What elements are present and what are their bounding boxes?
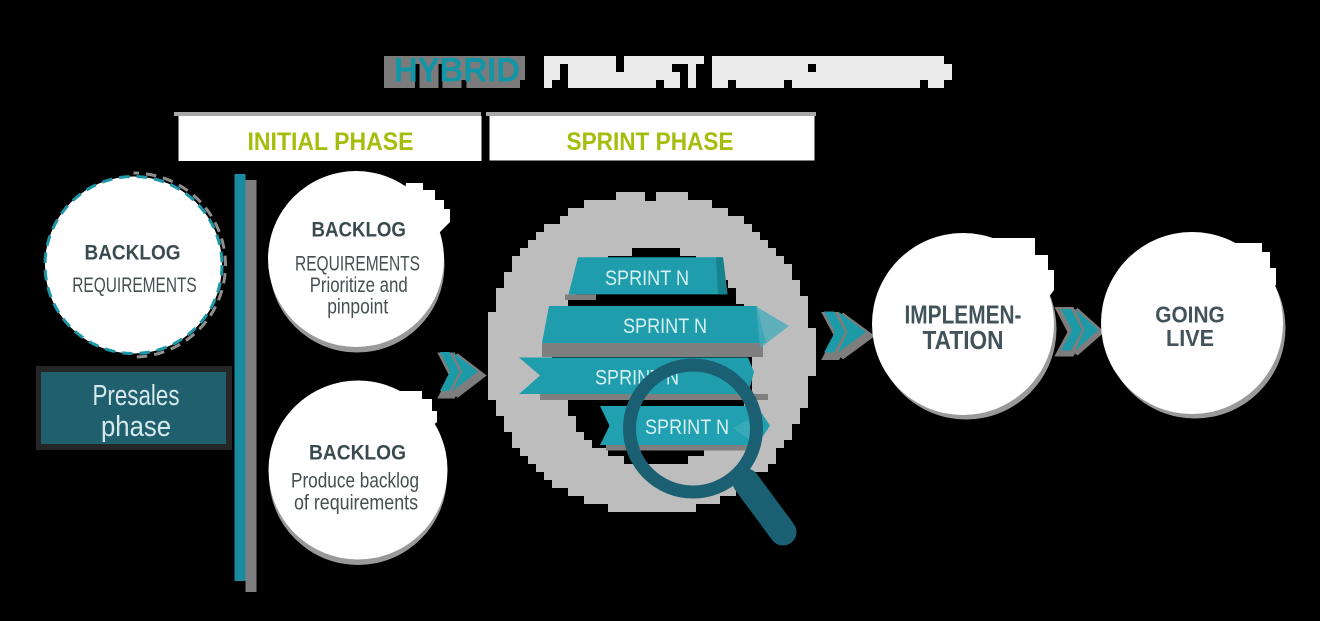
svg-text:Produce backlog: Produce backlog	[291, 470, 419, 493]
svg-text:pinpoint: pinpoint	[327, 295, 388, 318]
svg-text:SPRINT PHASE: SPRINT PHASE	[567, 128, 734, 156]
svg-text:SPRINT N: SPRINT N	[605, 266, 689, 290]
svg-text:BACKLOG: BACKLOG	[85, 241, 181, 265]
svg-text:Presales: Presales	[93, 380, 180, 412]
svg-text:REQUIREMENTS: REQUIREMENTS	[72, 274, 197, 297]
svg-text:BACKLOG: BACKLOG	[309, 441, 406, 465]
svg-text:REQUIREMENTS: REQUIREMENTS	[295, 253, 420, 276]
svg-text:SPRINT N: SPRINT N	[645, 415, 729, 439]
svg-text:phase: phase	[101, 411, 171, 443]
svg-text:GOING: GOING	[1155, 302, 1225, 328]
svg-text:TATION: TATION	[923, 325, 1004, 355]
svg-text:IMPLEMEN-: IMPLEMEN-	[905, 300, 1022, 330]
svg-text:HYBRID: HYBRID	[394, 52, 520, 90]
svg-text:INITIAL PHASE: INITIAL PHASE	[248, 128, 414, 156]
svg-text:LIVE: LIVE	[1166, 325, 1214, 351]
svg-text:Prioritize and: Prioritize and	[310, 274, 408, 297]
svg-text:BACKLOG: BACKLOG	[312, 218, 406, 242]
svg-text:SPRINT N: SPRINT N	[623, 314, 707, 338]
svg-text:of requirements: of requirements	[294, 492, 418, 515]
